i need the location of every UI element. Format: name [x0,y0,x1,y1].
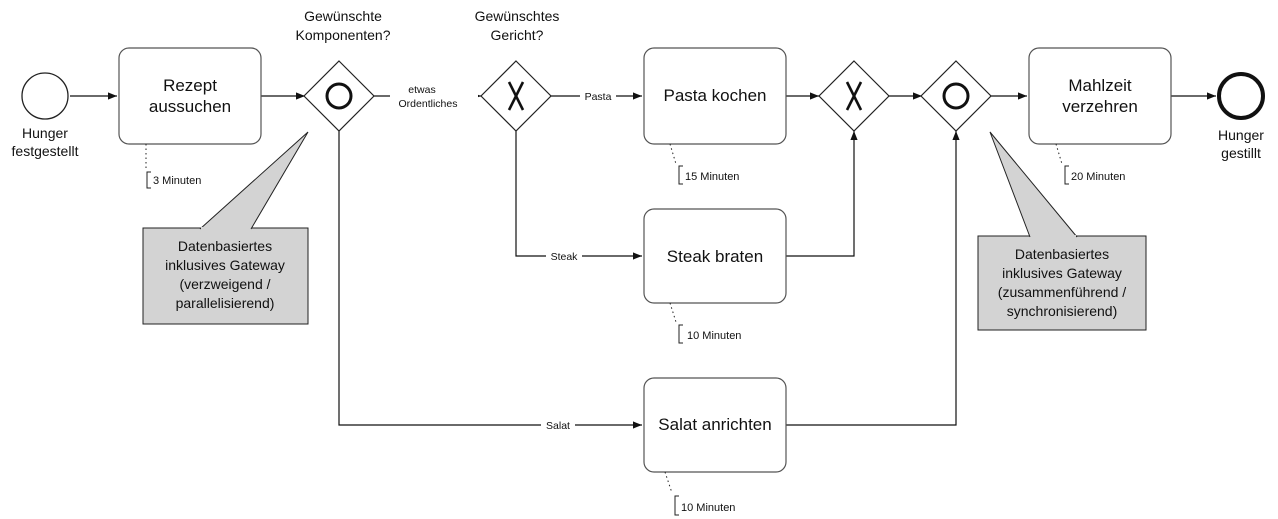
end-event-label-line1: Hunger [1218,127,1264,143]
note-split-line2: inklusives Gateway [165,257,285,273]
gateway-exclusive-split[interactable] [480,60,552,132]
note-join-line3: (zusammenführend / [998,284,1127,300]
exclusive-gateway-x-icon [507,81,525,111]
edge-label-etwas: etwas [408,84,435,96]
start-event-label-line1: Hunger [22,125,68,141]
duration-salat-label: 10 Minuten [681,502,735,514]
note-join-line4: synchronisierend) [1007,303,1118,319]
task-mahlzeit-verzehren[interactable] [1028,47,1172,145]
note-inclusive-split [142,131,309,325]
duration-rezept-label: 3 Minuten [153,175,201,187]
start-event-label-line2: festgestellt [12,143,79,159]
inclusive-join-circle-icon [942,82,970,110]
note-join-line1: Datenbasiertes [1015,246,1109,262]
task-pasta-kochen[interactable] [643,47,787,145]
flow-steak-merge [786,131,858,257]
gateway-exclusive-merge[interactable] [818,60,890,132]
duration-steak [669,302,683,344]
edge-label-pasta: Pasta [585,91,612,103]
gateway-inclusive-join[interactable] [920,60,992,132]
note-inclusive-join [977,131,1147,331]
task-steak-label: Steak braten [667,247,763,266]
end-event-label-line2: gestillt [1221,145,1261,161]
duration-steak-label: 10 Minuten [687,330,741,342]
note-split-line4: parallelisierend) [176,295,275,311]
flow-salat-join [786,131,960,426]
duration-mahlzeit [1055,143,1069,185]
edge-label-steak: Steak [551,251,579,263]
gateway-exclusive-label-line2: Gericht? [491,27,544,43]
task-mahlzeit-label-line1: Mahlzeit [1068,76,1132,95]
duration-pasta [669,143,683,185]
edge-label-ordentliches: Ordentliches [399,98,458,110]
gateway-inclusive-label-line1: Gewünschte [304,8,382,24]
edge-label-salat: Salat [546,420,570,432]
gateway-inclusive-label-line2: Komponenten? [296,27,391,43]
note-split-line3: (verzweigend / [179,276,270,292]
inclusive-gateway-circle-icon [325,82,353,110]
gateway-inclusive-split[interactable] [303,60,375,132]
duration-rezept [145,144,151,189]
note-split-line1: Datenbasiertes [178,238,272,254]
task-salat-label: Salat anrichten [658,415,771,434]
gateway-exclusive-label-line1: Gewünschtes [475,8,560,24]
duration-salat [664,471,679,516]
note-join-line2: inklusives Gateway [1002,265,1122,281]
task-rezept-label-line1: Rezept [163,76,217,95]
task-rezept-label-line2: aussuchen [149,97,231,116]
duration-pasta-label: 15 Minuten [685,171,739,183]
task-mahlzeit-label-line2: verzehren [1062,97,1138,116]
task-salat-anrichten[interactable] [643,377,787,473]
flow-inclusive-salat [338,131,642,429]
start-event[interactable] [21,72,69,120]
end-event[interactable] [1217,72,1265,120]
task-rezept-aussuchen[interactable] [118,47,262,145]
flow-exclusive-steak [515,131,642,260]
task-pasta-label: Pasta kochen [663,86,766,105]
exclusive-merge-x-icon [845,81,863,111]
task-steak-braten[interactable] [643,208,787,304]
duration-mahlzeit-label: 20 Minuten [1071,171,1125,183]
